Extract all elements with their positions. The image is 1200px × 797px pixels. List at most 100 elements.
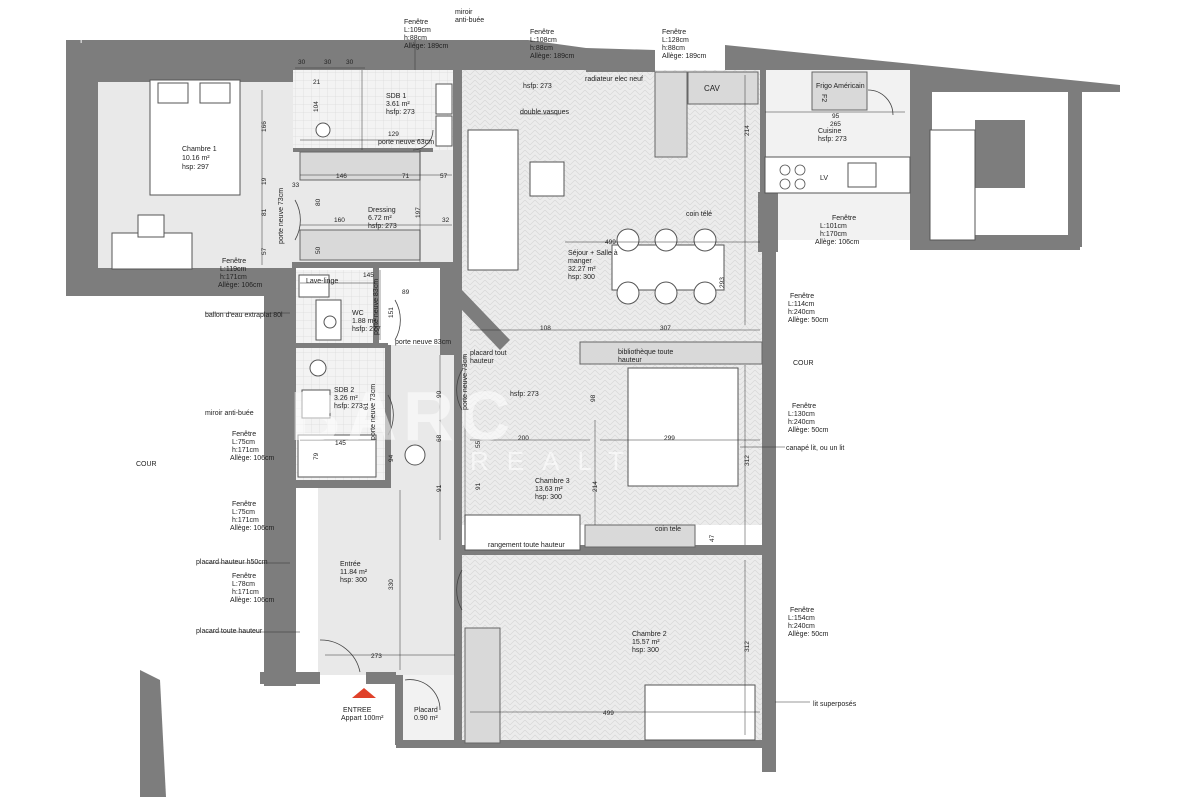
toilet-wc [323,315,337,329]
wall-entry-left [260,672,320,684]
wall-placard [395,675,403,745]
dim-label: 200 [518,435,529,442]
dim-label: 166 [261,121,268,132]
wall-bottom [396,740,764,748]
dim-label: 98 [590,394,597,402]
door-wc[interactable] [394,299,401,341]
desk-chambre1 [111,232,193,270]
wall-sdb2-top [293,343,388,348]
wall-chambre3-left [454,345,462,545]
wall-diagonal [440,268,510,355]
note-ballon: ballon d'eau extraplat 80l [205,312,283,319]
dim-label: 32 [442,217,450,224]
wardrobe-dressing-bottom [299,229,421,261]
doors [294,89,894,711]
wall-kitchen-left [760,70,766,195]
note-coin-tele-bottom: coin tele [655,526,681,533]
kitchen-island [654,71,688,158]
note-cav: CAV [704,84,721,93]
hob-1 [779,164,791,176]
dim-label: 79 [313,452,320,460]
coffee-table [529,161,565,197]
chair-6 [693,281,717,305]
note-porte-neuve-83b: porte neuve 83cm [395,339,451,346]
note-porte-neuve-83: porte neuve 83cm [373,279,380,335]
dim-label: 80 [315,198,322,206]
dimension-labels: 30 30 30 21 104 166 129 19 33 146 71 57 … [261,59,841,717]
dim-label: 61 [363,402,370,410]
dim-label: 94 [388,454,395,462]
dimension-lines [205,40,905,735]
toilet-sdb2 [309,359,327,377]
dim-label: 71 [402,173,410,180]
note-rangement: rangement toute hauteur [488,542,565,549]
note-porte-neuve-73c: porte neuve 73cm [462,354,469,410]
wall-bottom-left [140,670,166,797]
door-sdb2[interactable] [387,394,394,436]
wall-top-left [66,40,458,270]
dim-label: 145 [335,440,346,447]
placard-floor [400,675,460,740]
door-placard[interactable] [404,679,441,711]
cav-unit [687,71,759,105]
wall-sdb2-bottom [293,480,391,488]
wall-left-main [264,296,296,686]
chair-4 [616,281,640,305]
door-dressing[interactable] [294,199,301,241]
door-kitchen[interactable] [867,89,894,116]
kitchen-sink [847,162,877,188]
wall-top-right [725,45,1120,92]
door-chambre2[interactable] [456,569,463,611]
note-miroir-left: miroir anti-buée [205,410,254,417]
dim-label: 50 [315,246,322,254]
furniture [111,71,976,744]
wall-right-kitchen [910,80,932,250]
door-sdb1[interactable] [412,129,434,151]
door-entrance[interactable] [319,639,361,673]
dim-label: 214 [592,481,599,492]
note-porte-neuve-73b: porte neuve 73cm [370,384,377,440]
note-hsfp: hsfp: 273 [523,83,552,90]
note-placard-h50: placard hauteur h50cm [196,559,268,566]
chair-3 [693,228,717,252]
dim-label: 21 [313,79,321,86]
dim-label: 273 [371,653,382,660]
dim-label: 293 [719,277,726,288]
dim-label: 68 [436,434,443,442]
dim-label: 129 [388,131,399,138]
door-chambre3[interactable] [456,369,463,411]
dim-label: 312 [744,455,751,466]
note-placard-toute-hauteur: placard toute hauteur [196,628,263,635]
bunk-bed [644,684,756,741]
dim-label: 330 [388,579,395,590]
wardrobe-dressing-top [299,151,421,181]
dim-label: 57 [261,247,268,255]
chair-5 [654,281,678,305]
wall-kitchen-bottom [758,192,778,252]
note-cour-left: COUR [136,461,157,468]
chair-1 [616,228,640,252]
note-radiateur: radiateur elec neuf [585,76,643,83]
wardrobe-chambre2 [464,627,501,744]
note-coin-tele-top: coin télé [686,211,712,218]
wall-chambre2-top [454,545,764,555]
watermark-sub: REALTY [470,446,677,476]
dim-label: 160 [334,217,345,224]
watermark: BARC REALTY [290,377,677,476]
